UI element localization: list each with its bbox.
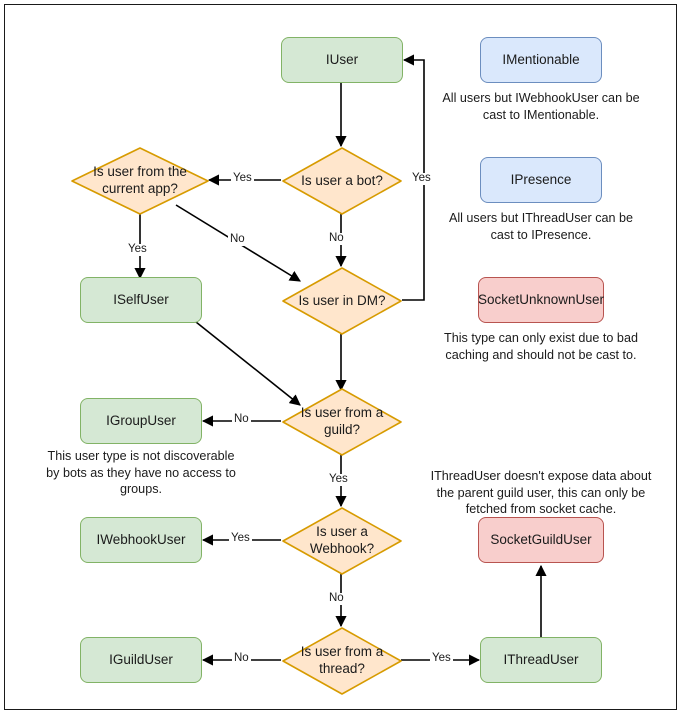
node-imentionable[interactable]: IMentionable — [480, 37, 602, 83]
note-ipresence: All users but IThreadUser can be cast to… — [448, 211, 634, 242]
node-question-current-app[interactable]: Is user from the current app? — [70, 146, 210, 216]
node-question-guild[interactable]: Is user from a guild? — [281, 387, 403, 457]
diamond-shape — [71, 147, 209, 215]
node-imentionable-label: IMentionable — [502, 51, 580, 67]
node-ithread-user-label: IThreadUser — [503, 651, 579, 667]
node-iself-user[interactable]: ISelfUser — [80, 277, 202, 323]
node-question-bot-label: Is user a bot? — [301, 172, 383, 188]
node-question-current-app-label: Is user from the current app? — [93, 164, 187, 196]
edge-label-thread-no: No — [232, 652, 251, 665]
diamond-shape — [282, 507, 402, 575]
edge-label-thread-yes: Yes — [430, 652, 453, 665]
node-socket-guild-user[interactable]: SocketGuildUser — [478, 517, 604, 563]
node-iguild-user[interactable]: IGuildUser — [80, 637, 202, 683]
edge-label-currentapp-no: No — [228, 233, 247, 246]
note-igroup-user: This user type is not discoverable by bo… — [46, 449, 236, 497]
diamond-shape — [282, 627, 402, 695]
node-question-guild-label: Is user from a guild? — [300, 405, 384, 437]
node-ipresence[interactable]: IPresence — [480, 157, 602, 203]
node-iuser[interactable]: IUser — [281, 37, 403, 83]
node-question-webhook-label: Is user a Webhook? — [309, 524, 375, 556]
node-igroup-user-label: IGroupUser — [106, 412, 176, 428]
diamond-shape — [282, 267, 402, 335]
node-iwebhook-user[interactable]: IWebhookUser — [80, 517, 202, 563]
node-question-dm-label: Is user in DM? — [298, 292, 386, 308]
node-question-dm[interactable]: Is user in DM? — [281, 266, 403, 336]
node-question-bot[interactable]: Is user a bot? — [281, 146, 403, 216]
edge-label-bot-no: No — [327, 232, 346, 245]
edge-label-webhook-no: No — [327, 592, 346, 605]
note-socket-unknown-user: This type can only exist due to bad cach… — [444, 331, 638, 362]
node-socket-unknown-user-label: SocketUnknownUser — [477, 291, 605, 307]
node-iguild-user-label: IGuildUser — [109, 651, 173, 667]
node-ithread-user[interactable]: IThreadUser — [480, 637, 602, 683]
node-iuser-label: IUser — [325, 51, 359, 67]
edge-label-webhook-yes: Yes — [229, 532, 252, 545]
edge-label-bot-yes: Yes — [231, 172, 254, 185]
node-question-thread-label: Is user from a thread? — [300, 644, 384, 676]
node-question-thread[interactable]: Is user from a thread? — [281, 626, 403, 696]
node-igroup-user[interactable]: IGroupUser — [80, 398, 202, 444]
node-question-webhook[interactable]: Is user a Webhook? — [281, 506, 403, 576]
node-socket-guild-user-label: SocketGuildUser — [490, 531, 592, 547]
edge-label-currentapp-yes: Yes — [126, 243, 149, 256]
note-imentionable: All users but IWebhookUser can be cast t… — [442, 91, 640, 122]
edge-label-guild-no: No — [232, 413, 251, 426]
node-ipresence-label: IPresence — [510, 171, 572, 187]
node-socket-unknown-user[interactable]: SocketUnknownUser — [478, 277, 604, 323]
note-ithread-user: IThreadUser doesn't expose data about th… — [430, 469, 652, 517]
edge-label-dm-yes: Yes — [410, 172, 433, 185]
edge-label-guild-yes: Yes — [327, 473, 350, 486]
node-iself-user-label: ISelfUser — [113, 291, 169, 307]
node-iwebhook-user-label: IWebhookUser — [96, 531, 186, 547]
diamond-shape — [282, 388, 402, 456]
diamond-shape — [282, 147, 402, 215]
